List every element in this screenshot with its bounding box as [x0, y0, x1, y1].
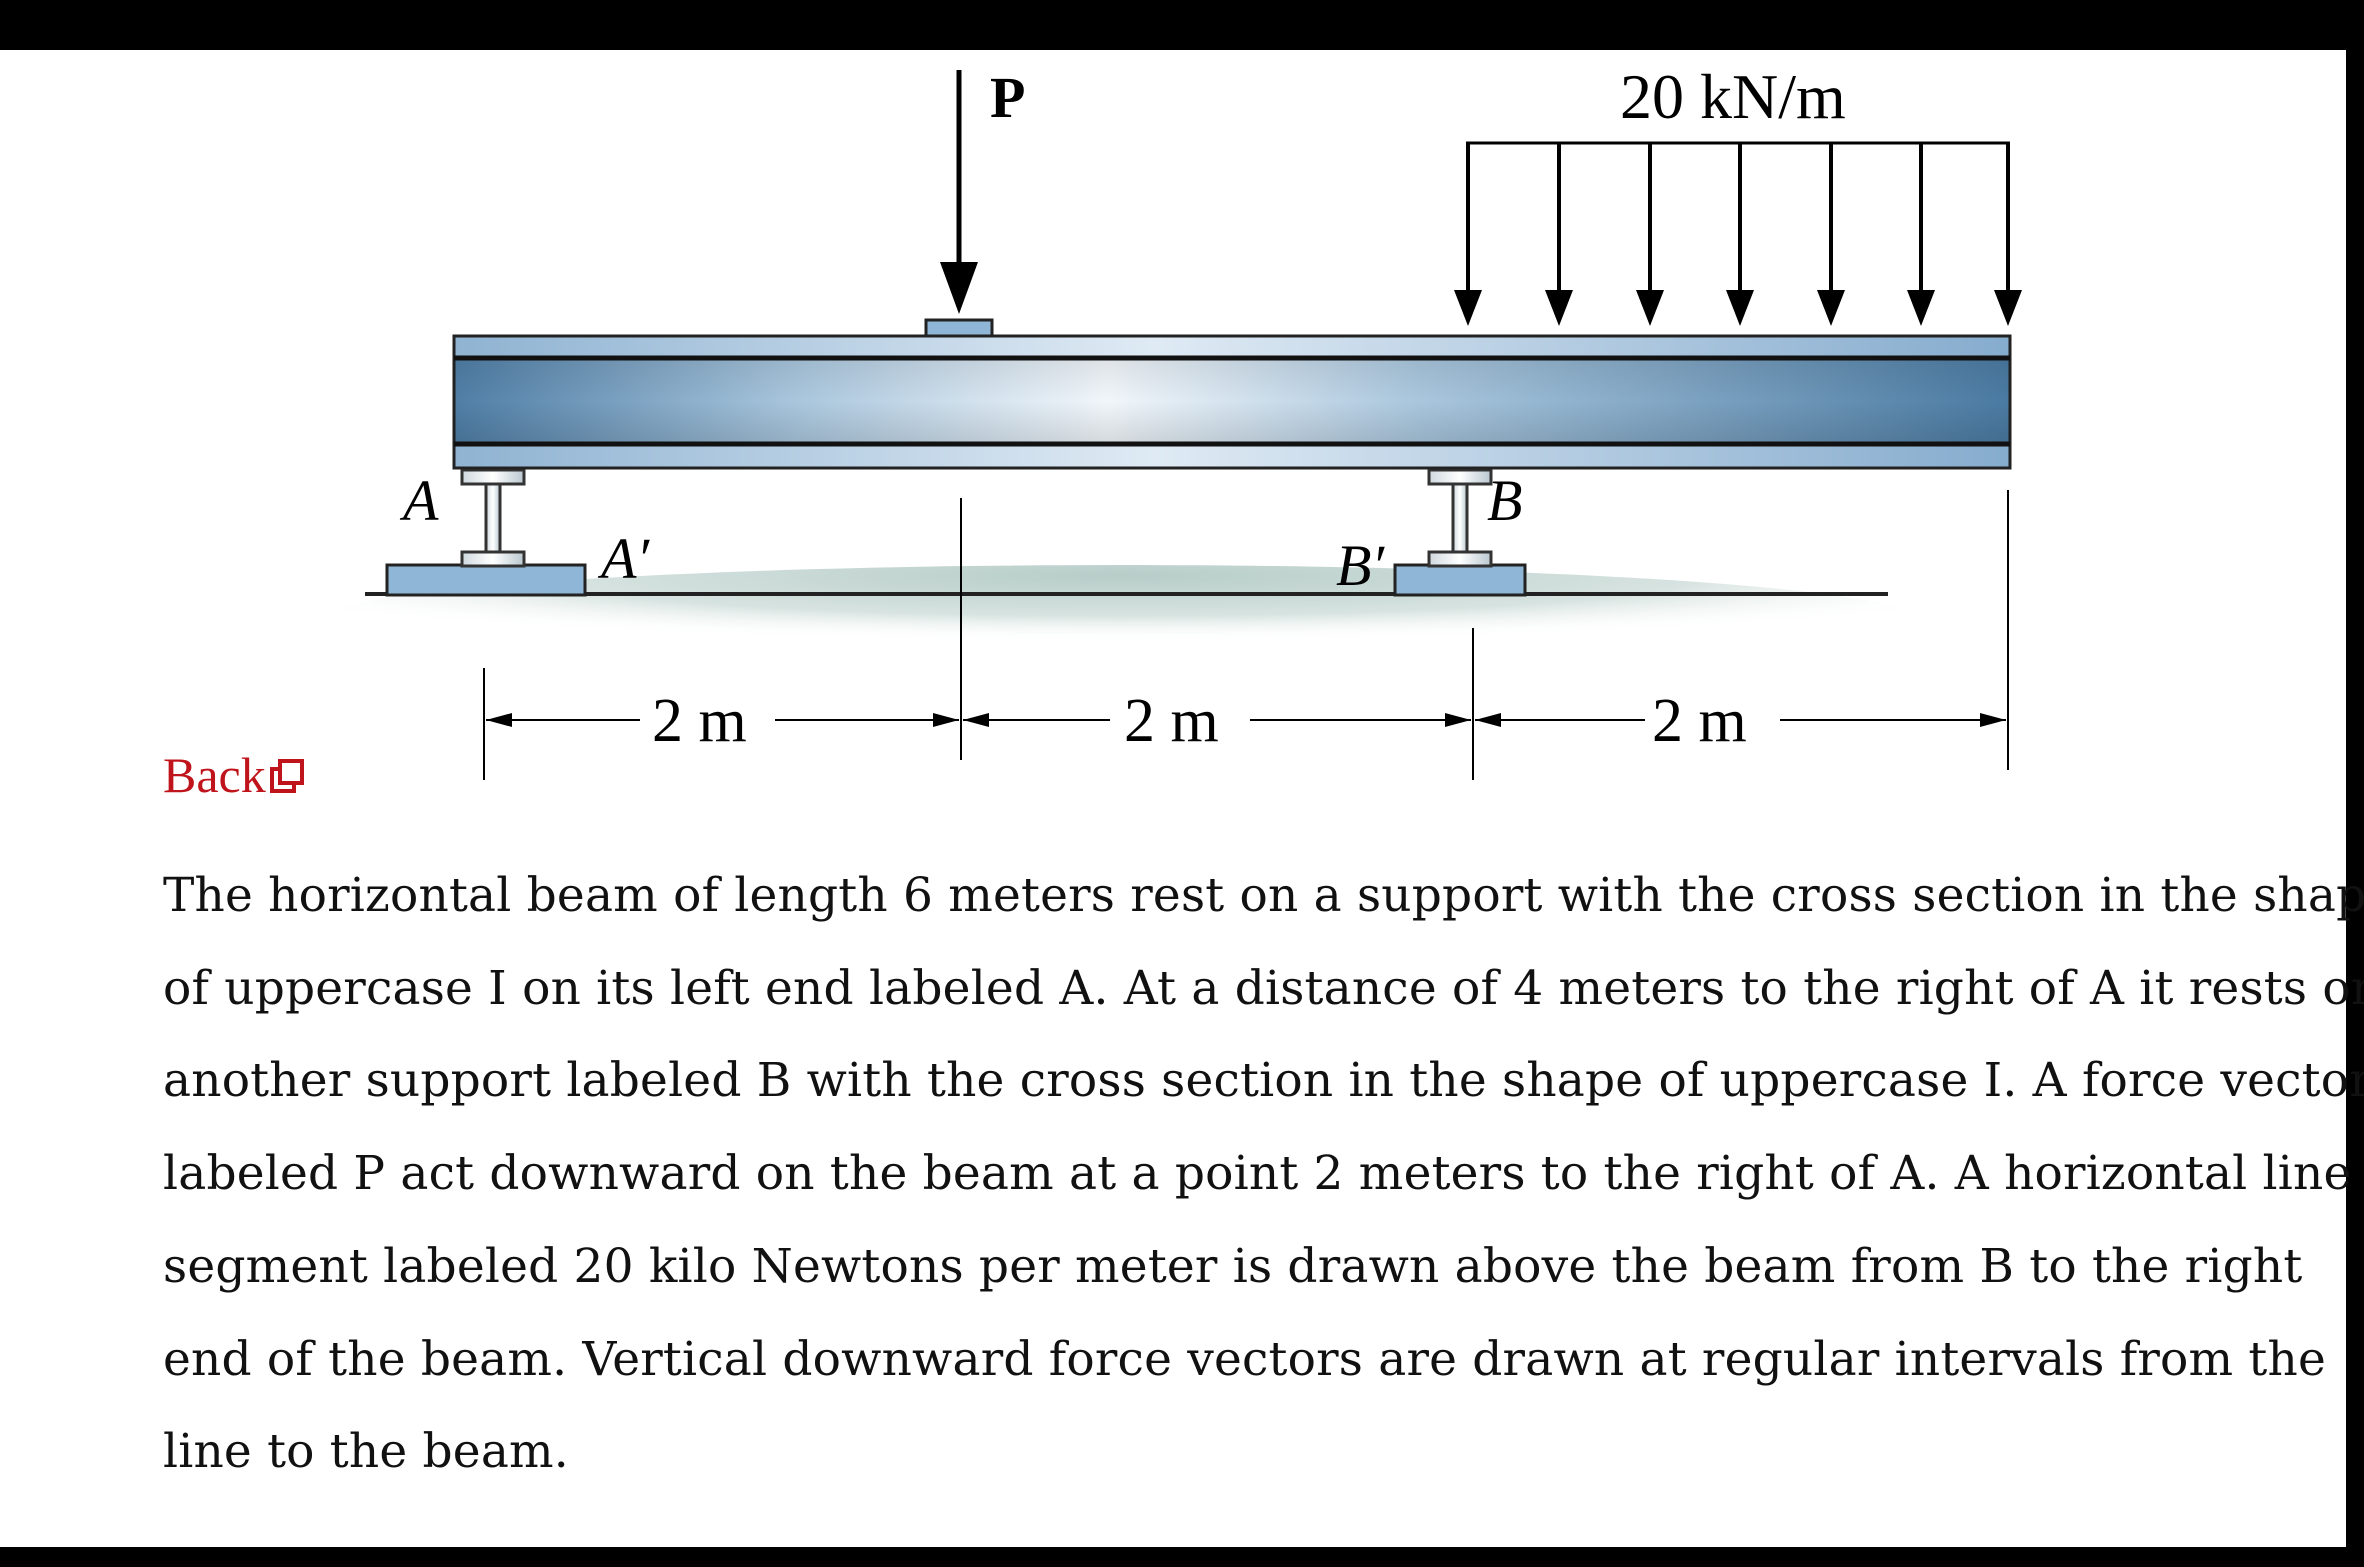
dimension-label-3: 2 m: [1652, 687, 1747, 755]
description-line: The horizontal beam of length 6 meters r…: [163, 868, 2364, 923]
description-line: line to the beam.: [163, 1424, 569, 1480]
i-support-A: [460, 468, 526, 568]
load-plate: [924, 318, 994, 338]
load-P-label: P: [990, 65, 1025, 130]
description-line: end of the beam. Vertical downward force…: [163, 1331, 2327, 1387]
beam-diagram: P: [320, 61, 2022, 780]
content-panel: P: [0, 50, 2364, 1547]
description-line: labeled P act downward on the beam at a …: [163, 1146, 2352, 1202]
support-A-label: A: [399, 468, 439, 533]
distributed-load: [1454, 141, 2022, 326]
figure-description: The horizontal beam of length 6 meters r…: [163, 850, 2364, 1499]
support-pad-A: [385, 563, 587, 597]
dimension-label-1: 2 m: [652, 687, 747, 755]
description-line: another support labeled B with the cross…: [163, 1053, 2364, 1109]
support-A-prime-label: A′: [597, 526, 650, 591]
i-support-B: [1427, 468, 1493, 568]
description-line: segment labeled 20 kilo Newtons per mete…: [163, 1238, 2303, 1294]
back-link-label: Back: [163, 747, 266, 803]
back-link[interactable]: Back: [163, 750, 304, 800]
support-B-label: B: [1487, 468, 1522, 533]
distributed-load-label: 20 kN/m: [1620, 61, 1846, 132]
beam: [452, 334, 2012, 470]
dimension-label-2: 2 m: [1124, 687, 1219, 755]
description-line: of uppercase I on its left end labeled A…: [163, 960, 2364, 1016]
distributed-load-arrows: [1466, 143, 2010, 300]
support-pad-B: [1393, 563, 1527, 597]
load-P-arrow: [940, 70, 978, 314]
dimension-extension-lines: [483, 490, 2009, 780]
dimension-arrowheads: [486, 713, 2006, 727]
popup-window-icon: [269, 753, 304, 793]
support-B-prime-label: B′: [1336, 533, 1385, 598]
